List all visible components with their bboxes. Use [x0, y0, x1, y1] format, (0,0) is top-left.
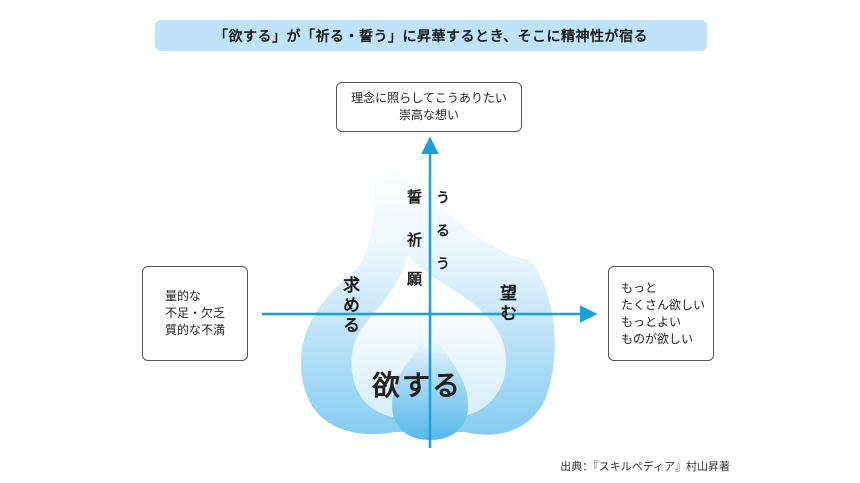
aspiration-box: 理念に照らしてこうありたい 崇高な想い: [336, 82, 522, 132]
desire-line-1: もっと: [621, 280, 658, 295]
aspiration-line-1: 理念に照らしてこうありたい: [351, 91, 507, 105]
desire-line-4: ものが欲しい: [621, 331, 694, 346]
label-okurigana: うるう: [434, 190, 450, 289]
lack-line-1: 量的な: [165, 289, 202, 303]
label-hossuru: 欲する: [372, 369, 463, 402]
lack-line-2: 不足・欠乏: [165, 306, 226, 320]
aspiration-line-2: 崇高な想い: [398, 108, 459, 122]
lack-line-3: 質的な不満: [165, 323, 226, 337]
label-chika: 誓: [407, 188, 423, 206]
label-nozomu: 望む: [496, 284, 516, 324]
label-ino: 祈: [407, 231, 423, 249]
desire-box: もっと たくさん欲しい もっとよい ものが欲しい: [608, 266, 714, 361]
source-credit: 出典：『スキルペディア』村山昇著: [560, 460, 730, 473]
desire-line-2: たくさん欲しい: [621, 297, 706, 312]
label-nega: 願: [407, 270, 423, 288]
label-motomeru: 求める: [339, 276, 359, 336]
diagram-title: 「欲する」が「祈る・誓う」に昇華するとき、そこに精神性が宿る: [155, 20, 707, 51]
lack-box: 量的な 不足・欠乏 質的な不満: [142, 266, 248, 361]
desire-line-3: もっとよい: [621, 314, 682, 329]
